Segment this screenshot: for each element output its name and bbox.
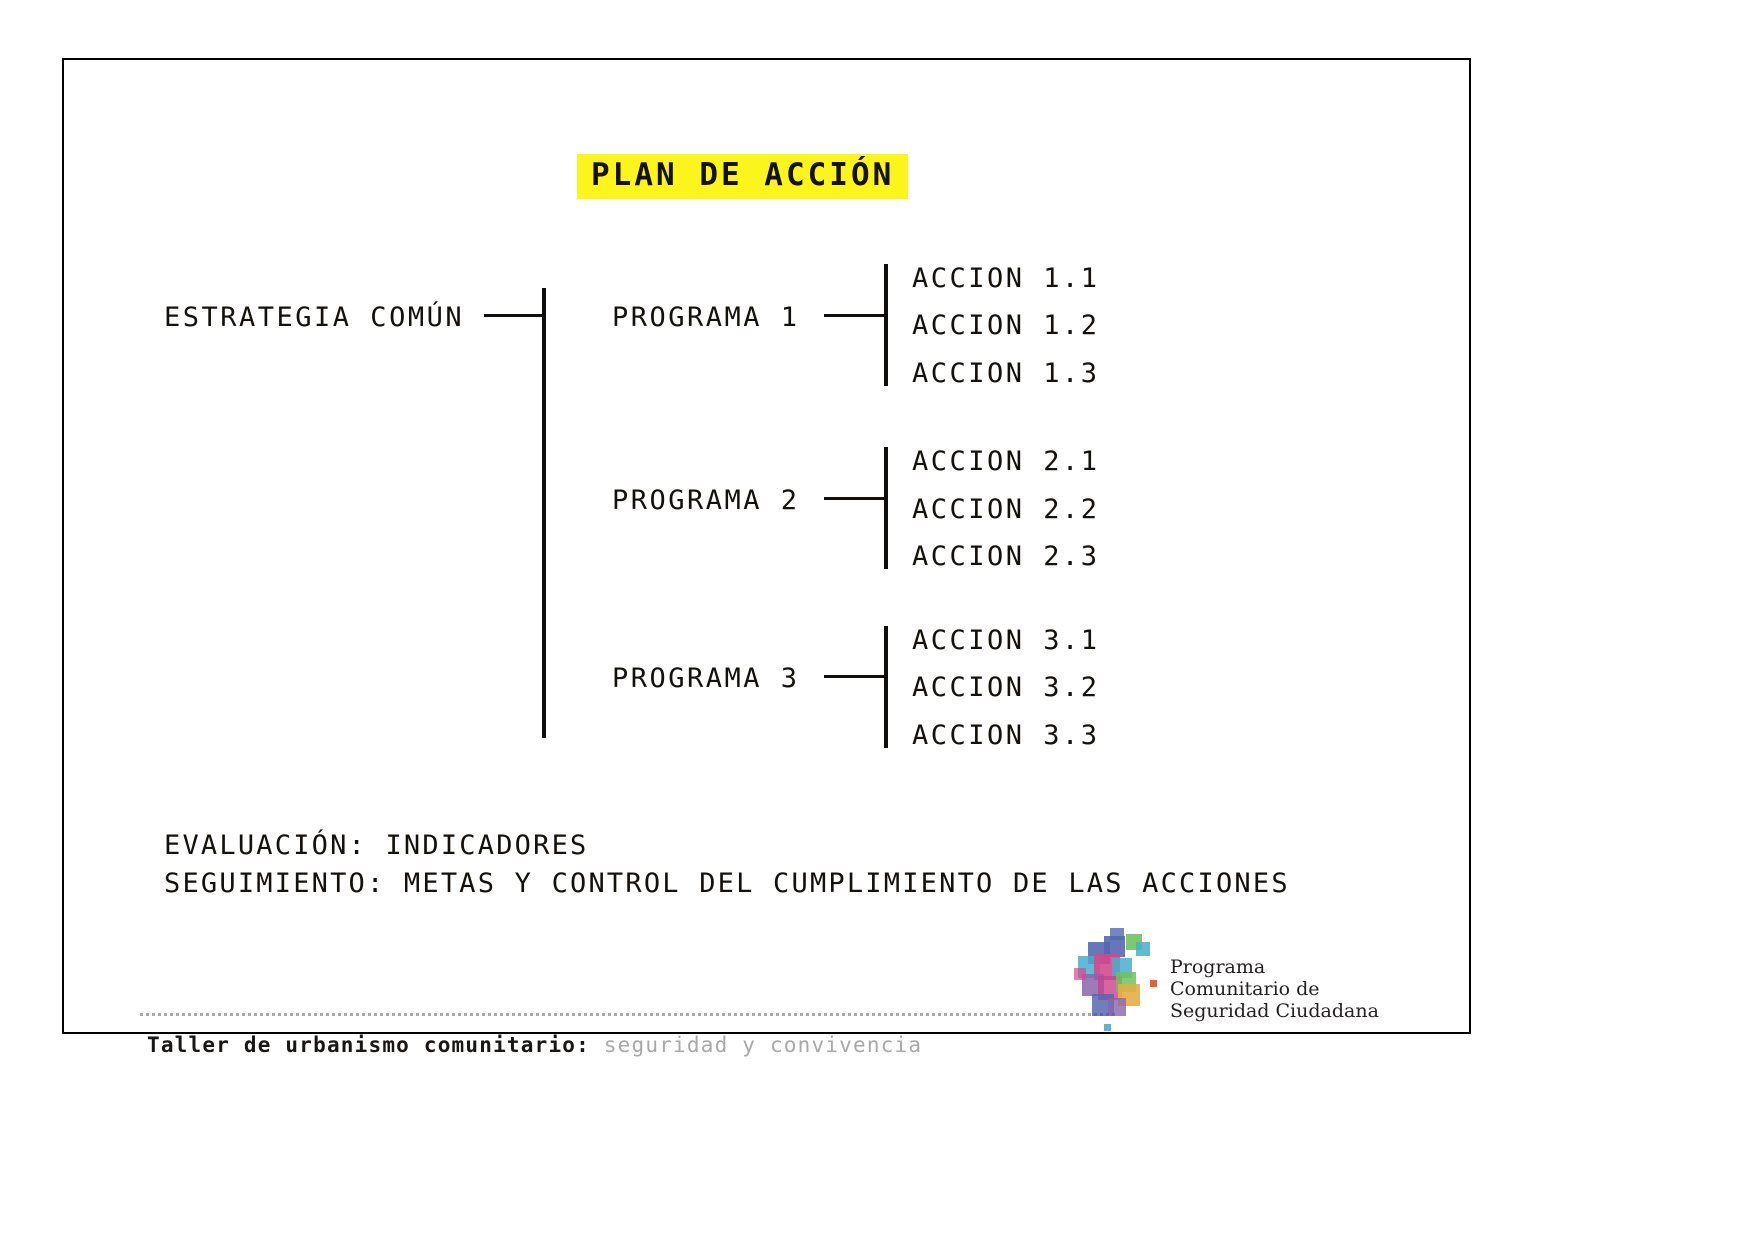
logo-line-2: Comunitario de <box>1170 978 1320 1001</box>
page-title: PLAN DE ACCIÓN <box>577 154 909 199</box>
statement-seguimiento: SEGUIMIENTO: METAS Y CONTROL DEL CUMPLIM… <box>164 868 1290 899</box>
connector-programa-1-spine <box>884 264 888 386</box>
node-programa-1: PROGRAMA 1 <box>612 302 800 333</box>
node-accion-3-3: ACCION 3.3 <box>912 720 1100 751</box>
connector-programa-1-horizontal <box>824 314 886 317</box>
connector-programa-3-spine <box>884 626 888 748</box>
footer-credit: Taller de urbanismo comunitario: segurid… <box>147 1035 922 1056</box>
logo-wordmark: Programa Comunitario de Seguridad Ciudad… <box>1170 956 1379 1022</box>
logo-line-1: Programa <box>1170 956 1266 978</box>
footer-credit-subtitle: seguridad y convivencia <box>589 1033 923 1057</box>
connector-programa-2-horizontal <box>824 497 886 500</box>
node-estrategia-comun: ESTRATEGIA COMÚN <box>164 302 465 333</box>
node-accion-2-2: ACCION 2.2 <box>912 494 1100 525</box>
slide-frame: PLAN DE ACCIÓN ESTRATEGIA COMÚN PROGRAMA… <box>62 58 1471 1056</box>
page-title-text: PLAN DE ACCIÓN <box>591 157 895 193</box>
footer-credit-title: Taller de urbanismo comunitario: <box>147 1033 590 1057</box>
footer-divider <box>140 1013 1115 1016</box>
connector-programa-3-horizontal <box>824 675 886 678</box>
mosaic-logo-icon <box>1066 928 1166 1032</box>
node-accion-2-3: ACCION 2.3 <box>912 541 1100 572</box>
logo-line-3: Seguridad Ciudadana <box>1170 1000 1379 1023</box>
connector-root-horizontal <box>484 314 544 317</box>
connector-programa-2-spine <box>884 447 888 569</box>
node-programa-2: PROGRAMA 2 <box>612 485 800 516</box>
node-accion-1-2: ACCION 1.2 <box>912 310 1100 341</box>
connector-main-spine <box>542 288 546 738</box>
node-accion-2-1: ACCION 2.1 <box>912 446 1100 477</box>
program-logo: Programa Comunitario de Seguridad Ciudad… <box>1066 928 1379 1040</box>
node-programa-3: PROGRAMA 3 <box>612 663 800 694</box>
mosaic-logo-svg <box>1074 928 1157 1031</box>
node-accion-1-1: ACCION 1.1 <box>912 263 1100 294</box>
node-accion-1-3: ACCION 1.3 <box>912 358 1100 389</box>
node-accion-3-2: ACCION 3.2 <box>912 672 1100 703</box>
statement-evaluacion: EVALUACIÓN: INDICADORES <box>164 830 589 861</box>
node-accion-3-1: ACCION 3.1 <box>912 625 1100 656</box>
